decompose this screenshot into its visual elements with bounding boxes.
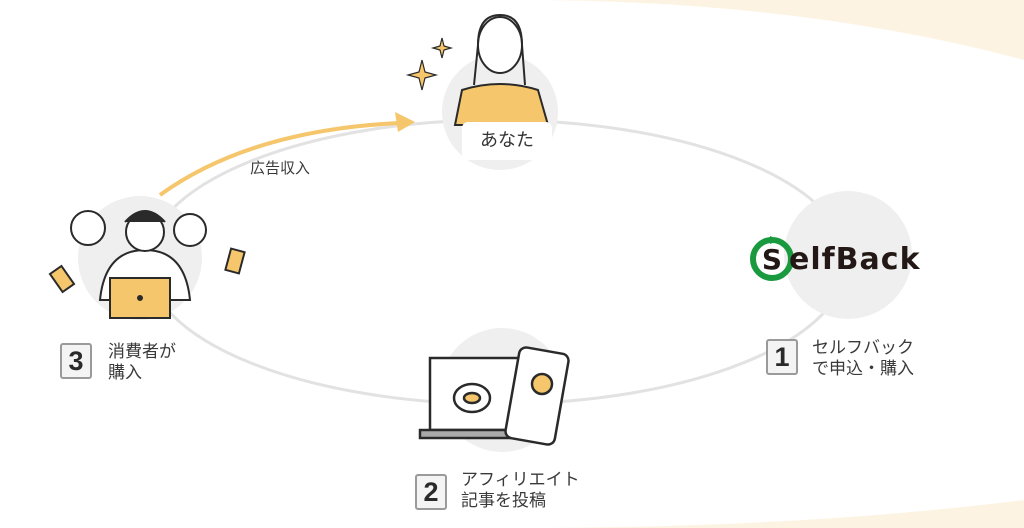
step-1-line2: で申込・購入	[812, 359, 914, 379]
logo-initial: S	[761, 242, 783, 276]
sparkle-icon	[430, 37, 454, 59]
step-1-number: 1	[766, 339, 798, 375]
step-2-label: アフィリエイト 記事を投稿	[461, 470, 580, 512]
arrow-head-icon	[395, 112, 415, 132]
you-label: あなた	[462, 122, 552, 160]
step-2-number: 2	[415, 474, 447, 510]
revenue-arrow	[158, 121, 401, 197]
step-3-line1: 消費者が	[108, 342, 176, 362]
selfback-circle	[784, 191, 912, 319]
sparkle-icon	[405, 59, 439, 91]
selfback-logo: S elfBack	[751, 231, 921, 287]
revenue-label: 広告収入	[250, 159, 311, 177]
laptop-phone-illustration-icon	[418, 346, 570, 446]
person-illustration-icon	[453, 13, 550, 126]
step-3-label: 消費者が 購入	[108, 342, 176, 384]
step-3-line2: 購入	[108, 363, 142, 383]
step-1-label: セルフバック で申込・購入	[812, 338, 914, 380]
step-2-line1: アフィリエイト	[461, 470, 580, 490]
step-3-number: 3	[60, 343, 92, 379]
selfback-logo-icon	[750, 236, 794, 281]
step-2-line2: 記事を投稿	[461, 491, 546, 511]
step-1-line1: セルフバック	[812, 338, 914, 358]
logo-text: elfBack	[789, 241, 921, 277]
consumers-illustration-icon	[48, 210, 246, 319]
